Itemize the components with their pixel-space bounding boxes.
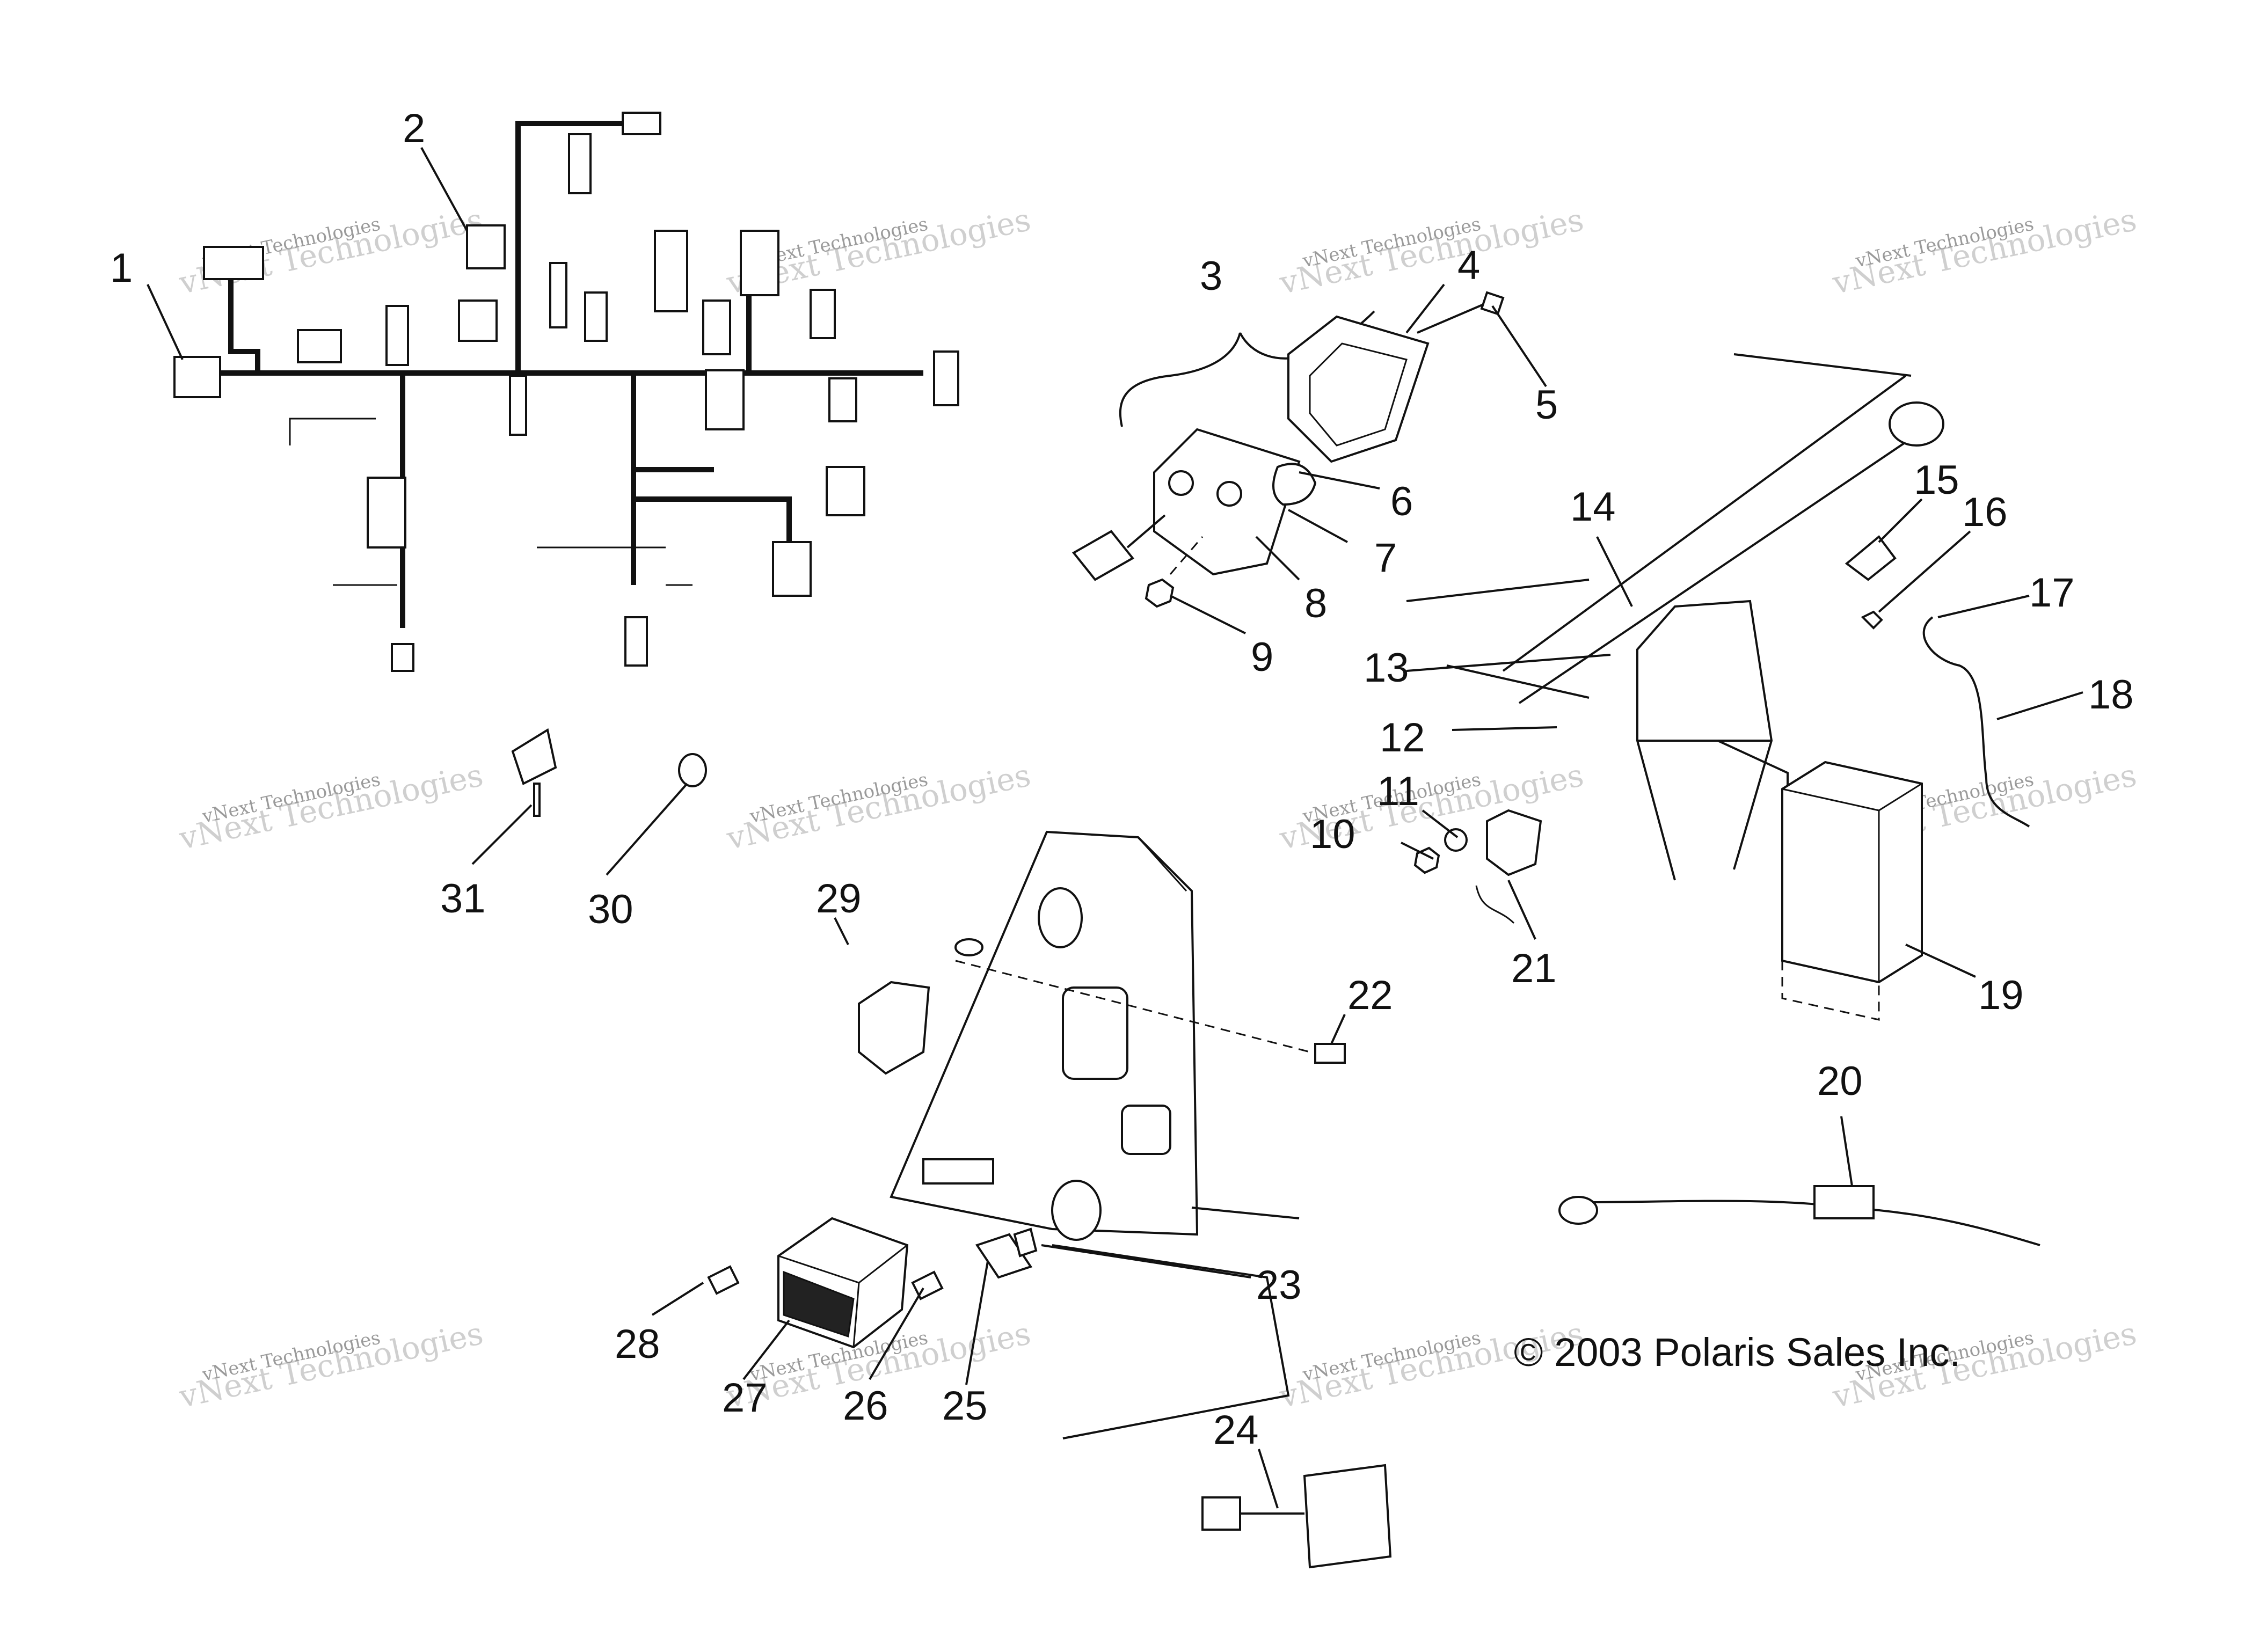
callout-24: 24	[1213, 1407, 1259, 1453]
leader-lines	[147, 147, 2083, 1509]
callout-25: 25	[942, 1383, 988, 1429]
tail-light-assembly	[1072, 291, 1505, 608]
callout-4: 4	[1457, 243, 1480, 288]
callout-31: 31	[440, 876, 486, 922]
watermark: vNext Technologies vNext Technologies	[1829, 201, 2140, 302]
callout-13: 13	[1364, 645, 1409, 691]
callout-12: 12	[1380, 715, 1425, 761]
callout-19: 19	[1978, 973, 2024, 1018]
callout-29: 29	[816, 876, 862, 922]
callout-10: 10	[1310, 812, 1355, 857]
copyright-text: © 2003 Polaris Sales Inc.	[1514, 1330, 1960, 1375]
callout-6: 6	[1390, 479, 1413, 524]
callouts: 1 2 3 4 5 6 7 8 9 10 11 12 13 14 15 16 1…	[110, 106, 2134, 1453]
callout-23: 23	[1256, 1262, 1302, 1308]
watermark: vNext Technologies vNext Technologies	[176, 1315, 486, 1415]
callout-9: 9	[1251, 634, 1273, 680]
callout-3: 3	[1200, 253, 1222, 299]
watermark: vNext Technologies vNext Technologies	[1276, 201, 1587, 302]
mounting-plate	[511, 728, 2040, 1569]
callout-16: 16	[1962, 489, 2008, 535]
frame-battery-area	[1406, 353, 2030, 1021]
callout-27: 27	[722, 1375, 768, 1421]
callout-22: 22	[1347, 973, 1393, 1018]
callout-8: 8	[1304, 581, 1327, 626]
callout-14: 14	[1570, 484, 1616, 530]
callout-26: 26	[843, 1383, 888, 1429]
callout-2: 2	[403, 106, 425, 151]
callout-7: 7	[1374, 535, 1397, 581]
callout-17: 17	[2029, 570, 2075, 616]
watermark: vNext Technologies vNext Technologies	[723, 757, 1034, 857]
callout-21: 21	[1511, 946, 1557, 991]
callout-20: 20	[1817, 1058, 1863, 1104]
callout-11: 11	[1377, 769, 1419, 814]
callout-15: 15	[1914, 457, 1959, 503]
callout-18: 18	[2088, 672, 2134, 718]
callout-28: 28	[615, 1321, 660, 1367]
callout-5: 5	[1535, 382, 1558, 428]
wiring-harness	[173, 112, 959, 672]
callout-30: 30	[588, 887, 633, 932]
callout-1: 1	[110, 245, 133, 291]
watermark: vNext Technologies vNext Technologies	[176, 757, 486, 857]
